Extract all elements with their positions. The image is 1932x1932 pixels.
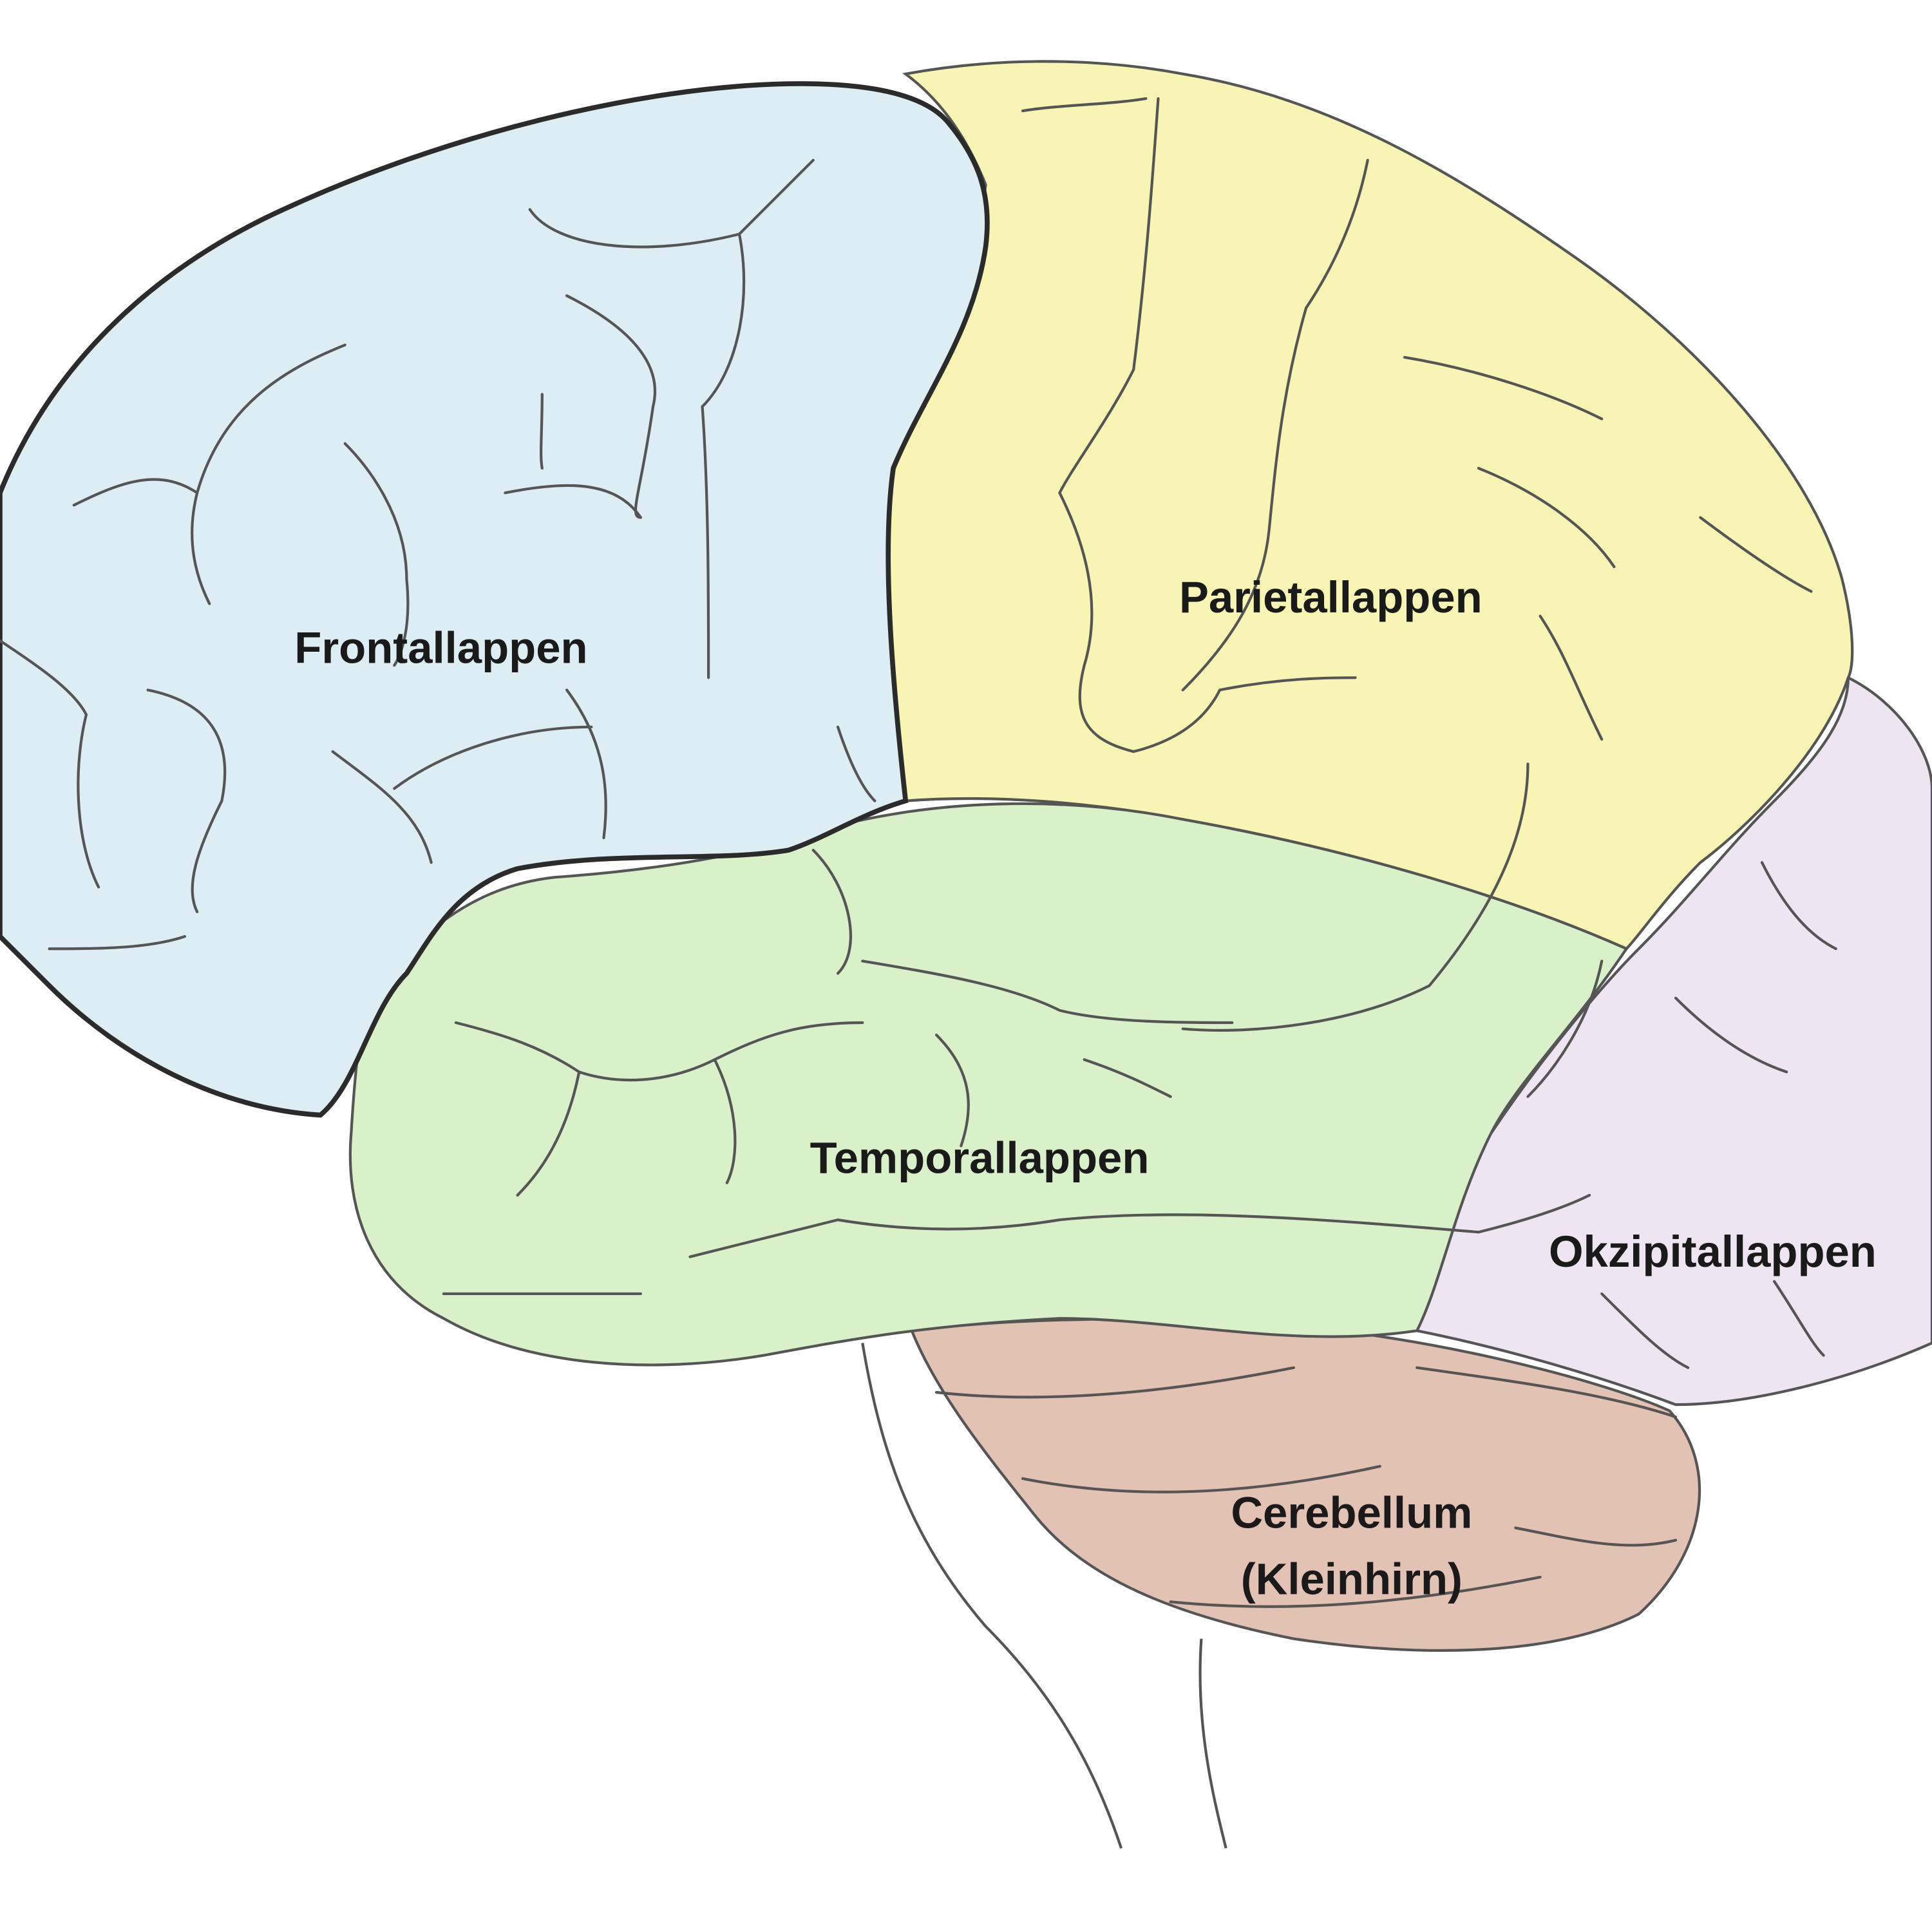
brainstem bbox=[861, 1343, 1227, 1849]
temporal-lobe-region bbox=[348, 802, 1629, 1367]
temporal-lobe-label: Temporallappen bbox=[810, 1133, 1150, 1182]
parietal-lobe-label: Parietallappen bbox=[1179, 573, 1482, 622]
cerebellum-sublabel: (Kleinhirn) bbox=[1241, 1555, 1463, 1604]
cerebellum-label: Cerebellum bbox=[1231, 1488, 1472, 1537]
frontal-lobe-label: Frontallappen bbox=[294, 623, 587, 672]
frontal-lobe-region bbox=[0, 81, 990, 1118]
occipital-lobe-label: Okzipitallappen bbox=[1549, 1227, 1877, 1276]
gyri-lines bbox=[0, 97, 1837, 1608]
